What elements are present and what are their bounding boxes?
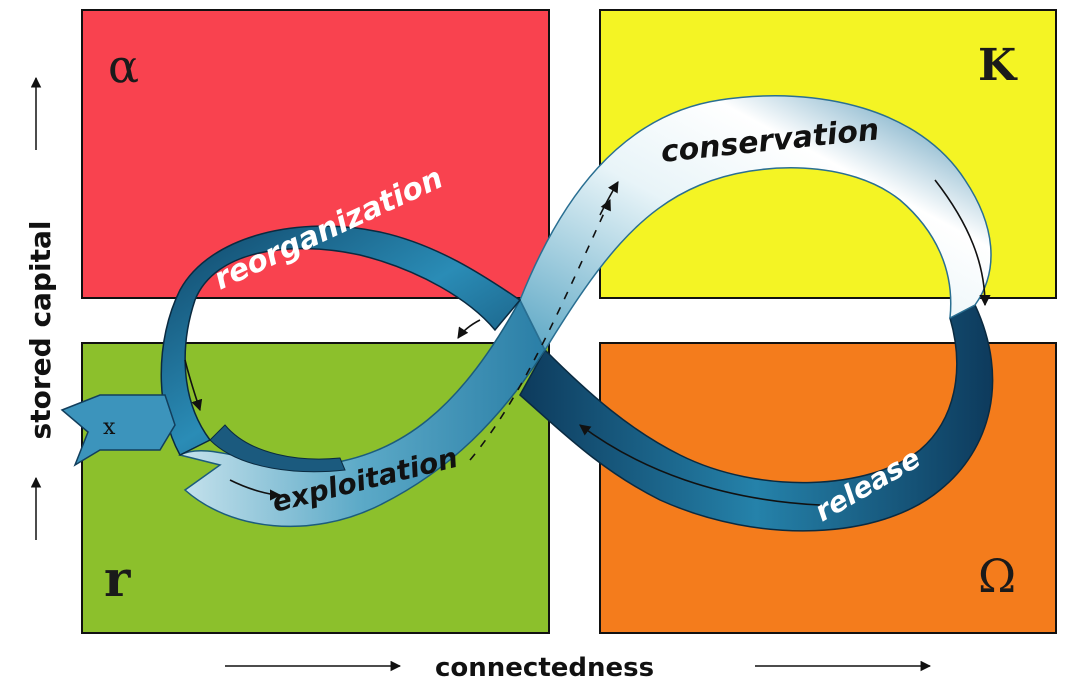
y-axis-label: stored capital: [24, 221, 57, 440]
exploitation-flow-arrow: [229, 479, 282, 501]
omega-symbol: Ω: [978, 549, 1016, 603]
r-symbol: r: [104, 549, 131, 608]
release-ribbon: [519, 303, 994, 532]
y-axis: stored capital: [24, 76, 57, 540]
conservation-flow-arrow: [934, 179, 991, 307]
alpha-quadrant: [81, 9, 550, 299]
flow-arrows: [184, 179, 991, 506]
exit-arrow-tail: [60, 394, 176, 467]
reorganization-down-arrow: [184, 359, 203, 412]
release-flow-arrow: [579, 424, 821, 506]
exploitation-ribbon: [177, 298, 546, 528]
reorganization-flow-arrow: [457, 319, 481, 339]
alpha-symbol: α: [108, 39, 139, 93]
x-axis: connectedness: [225, 653, 932, 683]
reorganization-ribbon: [160, 225, 522, 456]
exit-marker: x: [103, 415, 116, 440]
conservation-ribbon: [519, 95, 992, 352]
k-symbol: K: [978, 40, 1018, 91]
x-axis-label: connectedness: [435, 653, 654, 683]
exit-tail-ribbon: [209, 424, 346, 473]
conservation-top-arrow: [599, 181, 619, 216]
